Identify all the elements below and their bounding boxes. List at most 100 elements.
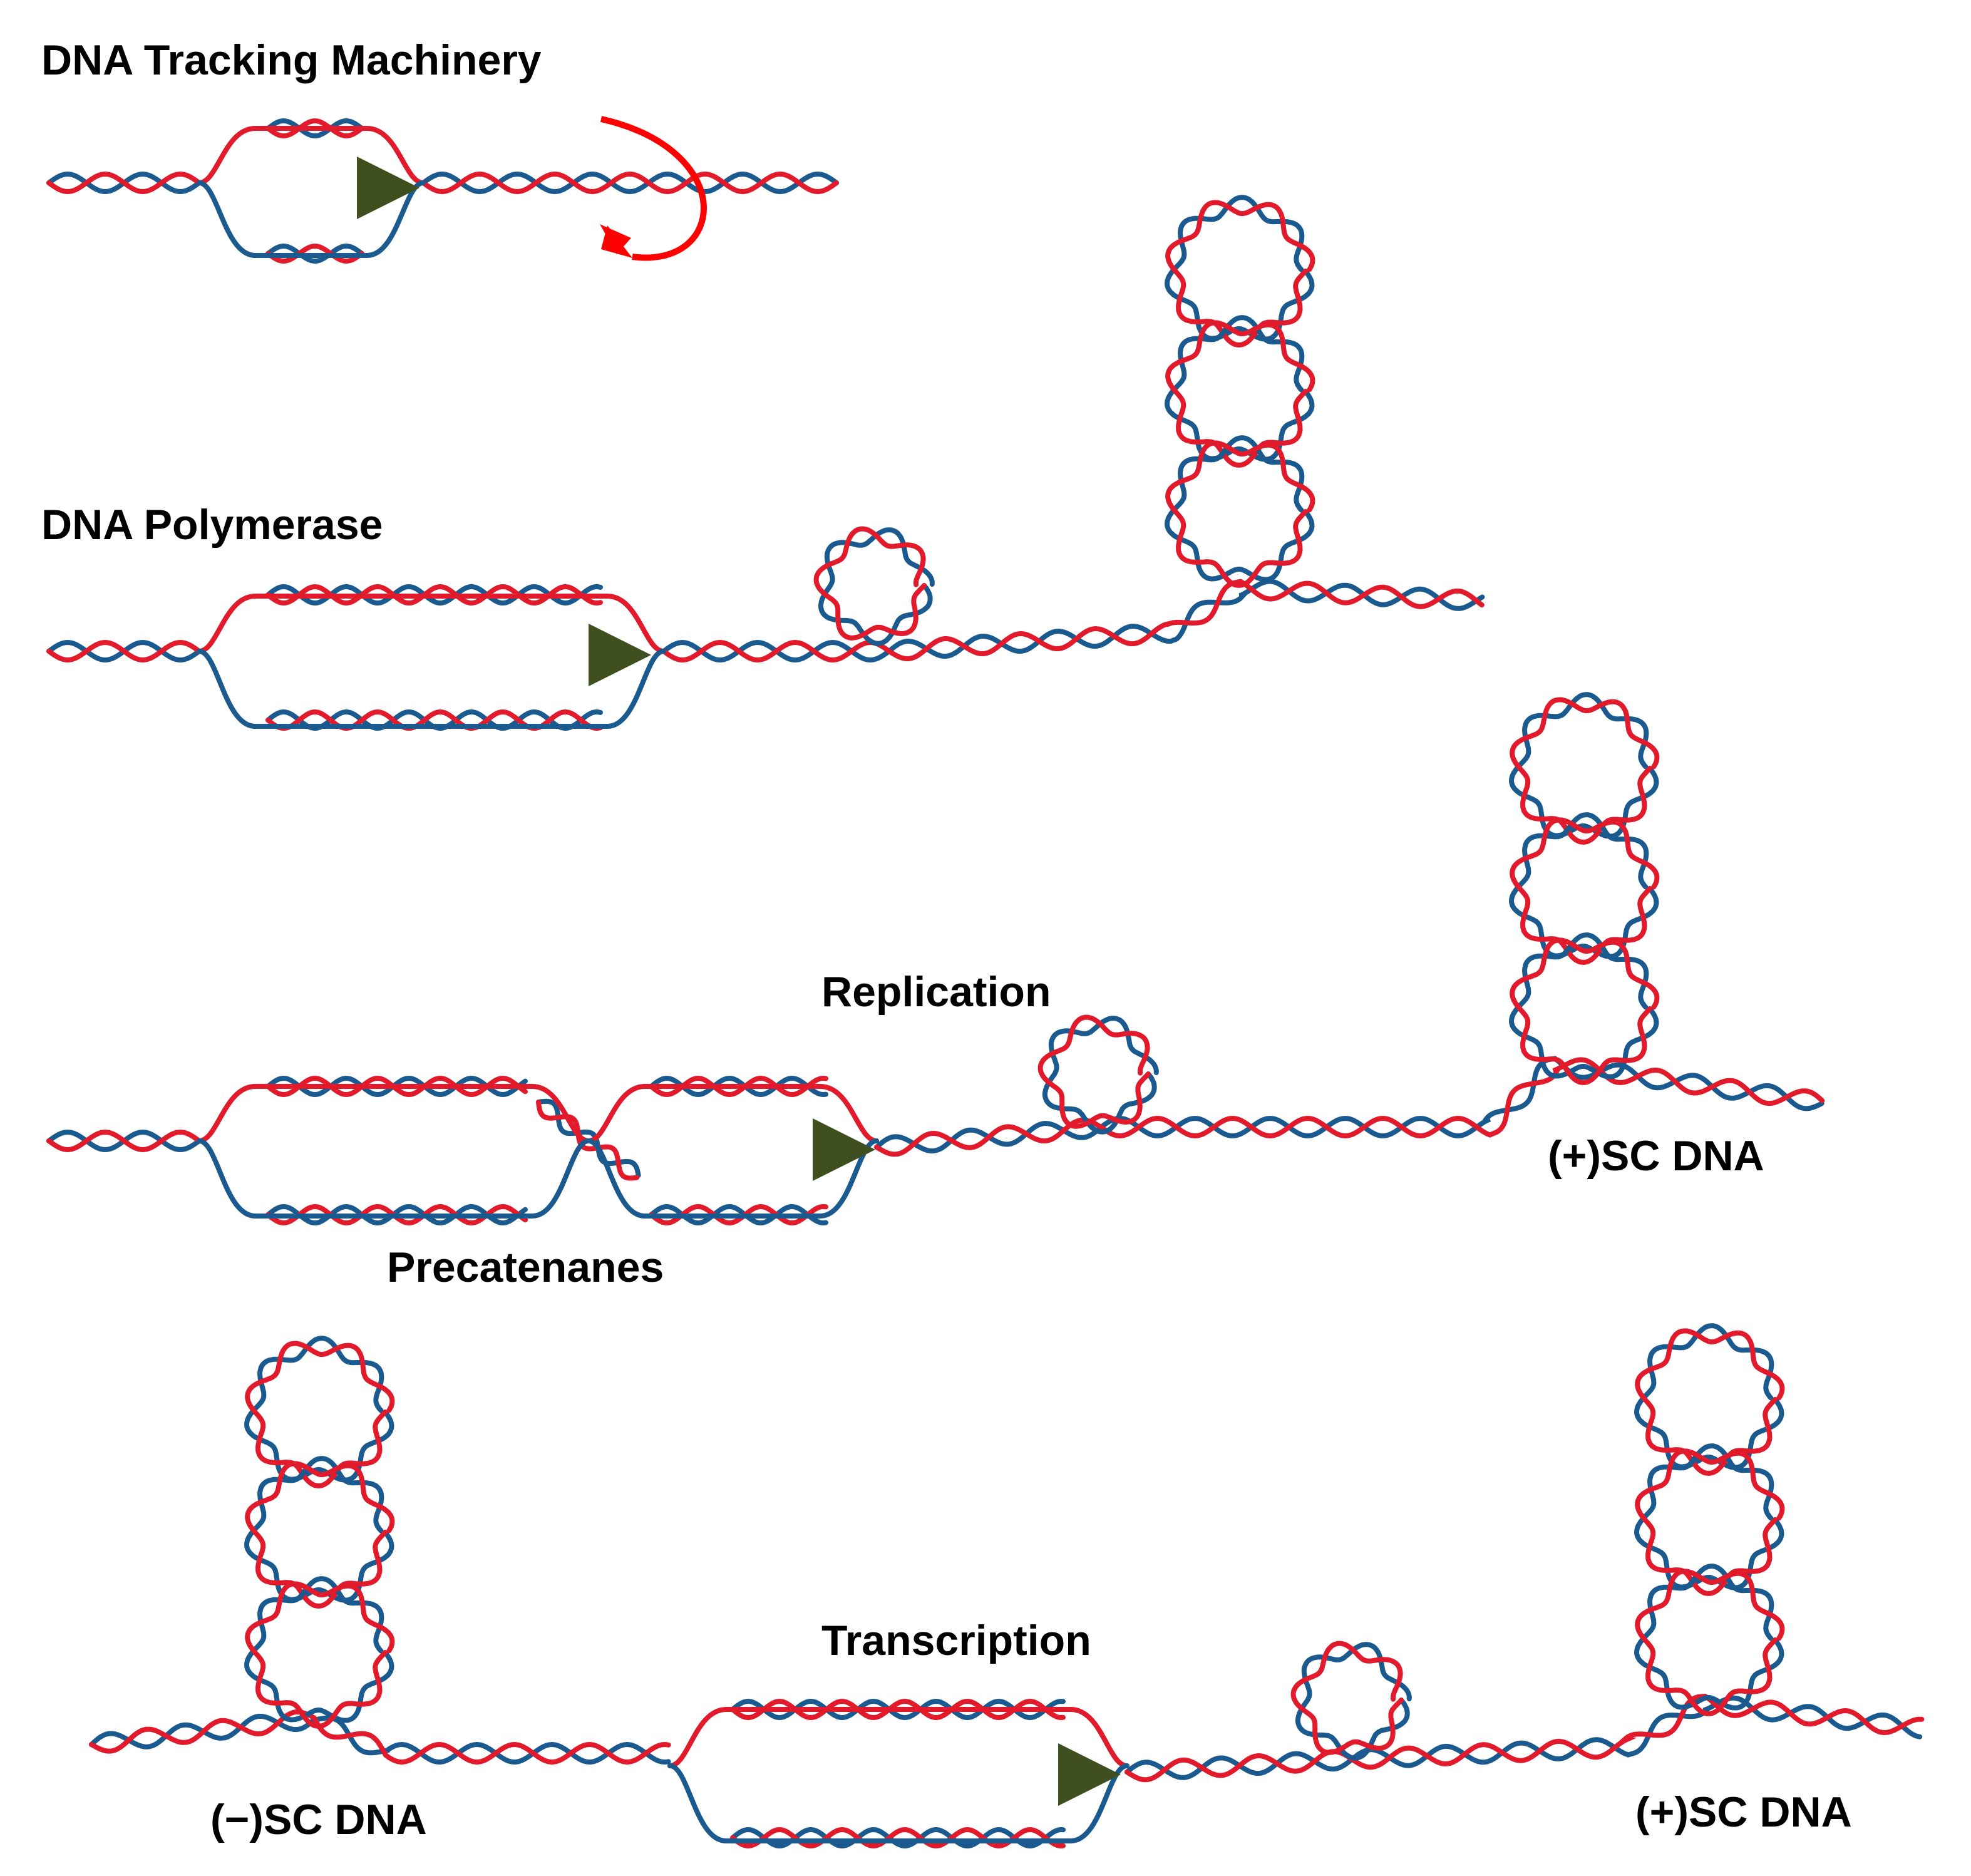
template-strand-bottom [667, 1763, 1130, 1843]
dna-strand-a [245, 1341, 395, 1488]
motor-4-triangle-icon [1058, 1743, 1121, 1806]
dna-strand-b [265, 1203, 528, 1226]
dna-strand-a [1124, 1693, 1925, 1783]
template-strand-bottom [197, 649, 666, 729]
dna-strand-a [245, 1581, 395, 1729]
nascent-top-4 [730, 1698, 1066, 1721]
dna-strand-b [1164, 435, 1315, 582]
dna-strand-b [1634, 1443, 1784, 1590]
dna-strand-a [1037, 1014, 1151, 1129]
duplex-right-4 [1124, 1693, 1925, 1783]
bubble-3b [586, 1084, 879, 1219]
bubble-1 [197, 126, 426, 258]
dna-strand-b [265, 584, 603, 606]
dna-strand-a [1510, 937, 1660, 1085]
plectoneme-stack-4-left [244, 1336, 395, 1729]
nascent-bottom-4 [730, 1827, 1066, 1849]
dna-strand-b [536, 1098, 641, 1178]
supercoil-loop [1634, 1323, 1785, 1476]
dna-strand-a [46, 639, 202, 663]
duplex-left-1 [46, 171, 202, 195]
dna-strand-b [818, 527, 935, 646]
dna-strand-a [1510, 817, 1660, 965]
dna-strand-b [1508, 932, 1659, 1080]
dna-strand-b [244, 1456, 394, 1603]
bubble-3a [197, 1084, 591, 1219]
label-precatenanes: Precatenanes [387, 1244, 664, 1291]
template-strand-top [586, 1084, 879, 1143]
dna-strand-b [421, 171, 839, 195]
title-polymerase: DNA Polymerase [41, 501, 383, 549]
template-strand-bottom [197, 1138, 591, 1219]
supercoil-loop [1508, 692, 1660, 845]
dna-strand-a [1635, 1448, 1785, 1596]
duplex-right-3 [874, 1056, 1825, 1157]
dna-strand-b [1634, 1323, 1784, 1470]
dna-strand-b [265, 243, 364, 264]
bubble-2 [197, 594, 666, 729]
dna-strand-b [1634, 1564, 1784, 1711]
motor-1-triangle-icon [357, 157, 419, 219]
supercoil-loop [244, 1336, 395, 1488]
dna-strand-a [421, 171, 839, 195]
dna-strand-a [1635, 1328, 1785, 1476]
dna-strand-b [265, 118, 364, 139]
dna-strand-a [1510, 697, 1660, 845]
label-replication: Replication [821, 968, 1051, 1016]
supercoil-loop [1164, 435, 1315, 588]
supercoil-loop [1508, 932, 1660, 1085]
dna-strand-b [1042, 1016, 1159, 1135]
dna-strand-b [1295, 1642, 1412, 1761]
small-loop-3 [1037, 1014, 1159, 1135]
dna-strand-b [244, 1336, 394, 1483]
dna-strand-a [265, 118, 364, 139]
small-loop-2 [813, 526, 935, 646]
rotation-arc [600, 116, 707, 261]
dna-strand-a [89, 1709, 671, 1765]
dna-strand-b [244, 1576, 394, 1723]
dna-strand-a [813, 526, 927, 641]
nascent-top-1 [265, 118, 364, 139]
dna-strand-a [1165, 320, 1315, 468]
dna-strand-a [245, 1461, 395, 1609]
duplex-right-2 [661, 579, 1485, 663]
template-strand-bottom [197, 180, 426, 258]
supercoil-loop [1634, 1443, 1785, 1596]
supercoil-loop [244, 1456, 395, 1609]
rotation-arrowhead-2 [600, 224, 631, 254]
plectoneme-stack-3 [1508, 692, 1660, 1085]
dna-strand-a [1165, 200, 1315, 348]
motor-3-triangle-icon [813, 1118, 875, 1181]
label-pos-sc-replication: (+)SC DNA [1548, 1132, 1764, 1180]
plectoneme-stack-4-right [1634, 1323, 1785, 1716]
dna-strand-a [730, 1698, 1066, 1721]
small-loop-4 [1290, 1641, 1412, 1761]
dna-strand-a [46, 1129, 202, 1153]
template-strand-top [197, 594, 666, 654]
label-neg-sc: (−)SC DNA [210, 1796, 427, 1843]
supercoil-loop [1164, 195, 1315, 348]
dna-strand-b [1164, 195, 1315, 342]
nascent-top-3a [265, 1075, 528, 1098]
rotation-arrow-icon [600, 116, 707, 261]
dna-strand-b [1124, 1695, 1923, 1780]
dna-strand-b [661, 579, 1485, 663]
dna-strand-a [1165, 440, 1315, 588]
dna-strand-a [874, 1057, 1825, 1157]
duplex-left-3 [46, 1129, 202, 1153]
label-pos-sc-transcription: (+)SC DNA [1635, 1788, 1852, 1836]
nascent-bottom-1 [265, 243, 364, 264]
template-strand-bottom [586, 1138, 879, 1219]
dna-strand-b [1508, 692, 1659, 839]
label-transcription: Transcription [821, 1617, 1091, 1664]
template-strand-top [197, 126, 426, 185]
supercoil-loop [1508, 812, 1660, 965]
dna-strand-a [265, 243, 364, 264]
dna-strand-b [649, 1203, 828, 1226]
duplex-right-1 [421, 171, 839, 195]
dna-strand-b [730, 1698, 1066, 1721]
duplex-left-2 [46, 639, 202, 663]
supercoil-loop [1164, 315, 1315, 468]
template-strand-top [197, 1084, 591, 1143]
